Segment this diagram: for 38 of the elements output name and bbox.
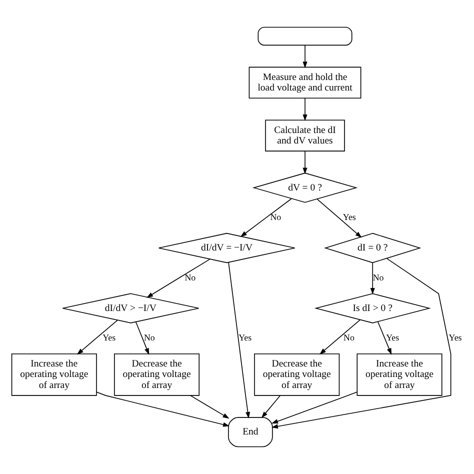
node-box: Decrease the operating voltage of array: [114, 353, 200, 396]
edge-label: Yes: [448, 332, 462, 343]
node-box: [258, 26, 352, 46]
arrow: [319, 319, 361, 354]
edge-label: No: [372, 272, 384, 282]
arrow: [146, 258, 210, 298]
arrow: [240, 198, 292, 238]
node-box: Increase the operating voltage of array: [356, 353, 442, 396]
edge-label: No: [270, 212, 282, 222]
arrow: [316, 198, 362, 238]
arrow: [96, 392, 230, 427]
edge-label: No: [184, 272, 196, 282]
arrow: [302, 44, 308, 68]
arrow: [228, 262, 250, 419]
node-diamond: dV = 0 ?: [252, 172, 358, 203]
node-diamond: dI/dV = −I/V: [158, 232, 296, 264]
node-box: End: [228, 417, 273, 448]
node-diamond: Is dI > 0 ?: [314, 293, 431, 324]
arrow: [302, 150, 308, 174]
edge-label: No: [344, 332, 354, 343]
edge-label: No: [144, 332, 155, 343]
arrow: [190, 395, 230, 419]
arrow: [378, 321, 392, 355]
edge-label: Yes: [386, 332, 400, 343]
edge-label: Yes: [238, 332, 252, 343]
arrow: [271, 392, 358, 424]
arrow: [261, 395, 281, 418]
node-box: Calculate the dI and dV values: [265, 120, 345, 152]
arrow: [370, 262, 375, 294]
node-box: Increase the operating voltage of array: [11, 353, 97, 396]
arrow: [135, 321, 150, 355]
edge-label: Yes: [102, 332, 116, 343]
node-box: Decrease the operating voltage of array: [254, 353, 340, 396]
node-box: Measure and hold the load voltage and current: [248, 66, 362, 99]
arrow: [76, 320, 118, 355]
arrow: [271, 258, 452, 429]
arrow: [302, 98, 308, 122]
edge-label: Yes: [342, 212, 356, 222]
